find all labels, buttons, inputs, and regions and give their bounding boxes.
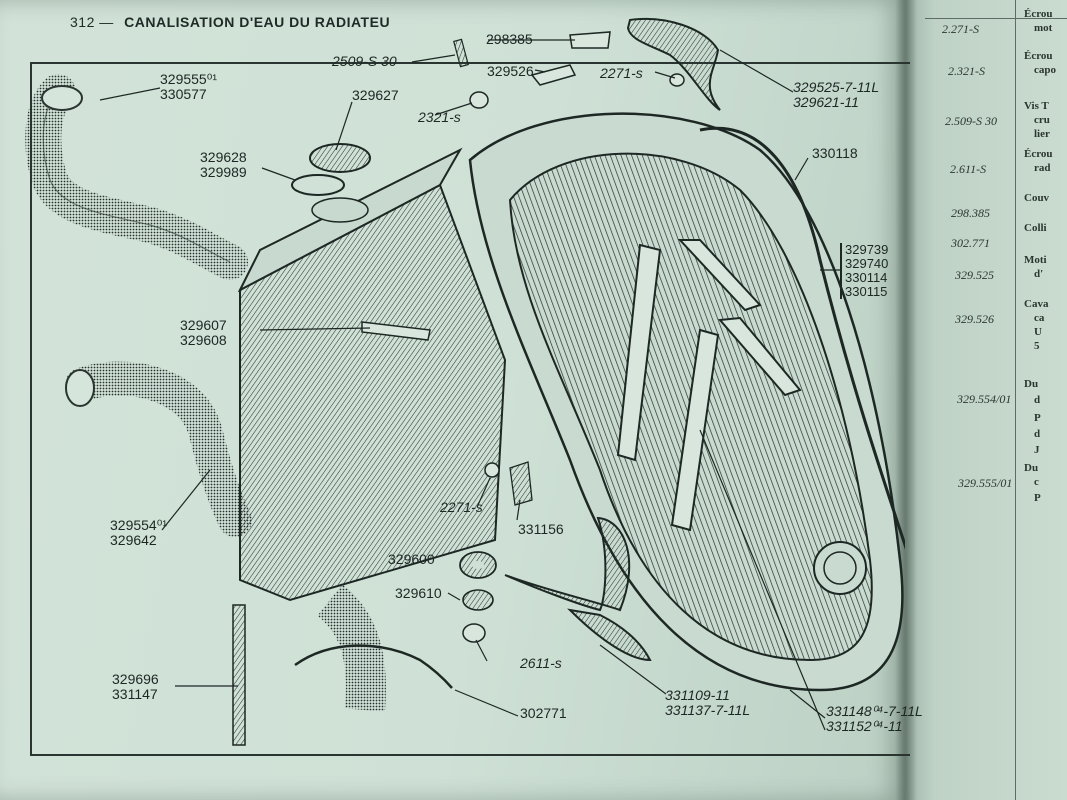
index-code: 302.771 [951, 236, 990, 250]
page-title: CANALISATION D'EAU DU RADIATEU [124, 14, 391, 30]
index-rule [925, 18, 1067, 19]
index-column-rule [1015, 0, 1016, 800]
part-label: 2321-s [418, 109, 461, 125]
index-code: 2.611-S [950, 162, 987, 176]
index-description: d [1034, 394, 1041, 406]
index-description: Écrou [1024, 50, 1053, 62]
index-description: Vis T [1024, 100, 1049, 112]
index-description: cru [1034, 114, 1050, 126]
part-label: 2271-s [600, 65, 643, 81]
index-code: 329.555/01 [958, 476, 1013, 490]
index-description: J [1034, 444, 1040, 456]
index-description: Colli [1024, 222, 1047, 234]
page-header: 312 — CANALISATION D'EAU DU RADIATEU [70, 14, 390, 30]
filler-cap [309, 143, 371, 173]
index-code: 298.385 [951, 206, 990, 220]
index-description: Écrou [1024, 148, 1053, 160]
index-description: Du [1024, 378, 1039, 390]
lower-hose [65, 361, 252, 537]
index-code: 329.554/01 [957, 392, 1012, 406]
catalog-page-right [905, 0, 1067, 800]
part-label: 302771 [520, 705, 567, 721]
index-code: 329.525 [955, 268, 994, 282]
index-code: 2.509-S 30 [945, 114, 997, 128]
index-description: d [1034, 428, 1041, 440]
page-number: 312 — [70, 14, 114, 30]
part-label: 298385 [486, 31, 533, 47]
index-description: Couv [1024, 192, 1050, 204]
index-description: rad [1034, 162, 1051, 174]
index-description: Écrou [1024, 8, 1053, 20]
part-label: 329627 [352, 87, 399, 103]
part-label: 331156 [518, 521, 564, 537]
winged-emblem [504, 516, 652, 662]
index-code: 2.321-S [948, 64, 985, 78]
diagram-frame [30, 62, 910, 756]
part-label: 2611-s [520, 655, 562, 671]
part-label: 2509-S 30 [332, 53, 397, 69]
index-code: 329.526 [955, 312, 994, 326]
part-label: 330118 [812, 145, 858, 161]
part-label: 2271-s [440, 499, 483, 515]
index-description: Du [1024, 462, 1039, 474]
index-description: Moti [1024, 254, 1047, 266]
index-description: 5 [1034, 340, 1040, 352]
top-emblem [626, 18, 721, 111]
radiator-illustration [25, 18, 905, 746]
index-description: mot [1034, 22, 1053, 34]
part-label: 329610 [395, 585, 442, 601]
index-description: c [1034, 476, 1039, 488]
index-description: P [1034, 412, 1041, 424]
part-label: 329526 [487, 63, 534, 79]
index-description: ca [1034, 312, 1045, 324]
index-description: Cava [1024, 298, 1049, 310]
index-description: d' [1034, 268, 1044, 280]
index-description: P [1034, 492, 1041, 504]
part-label: 329600 [388, 551, 435, 567]
index-description: lier [1034, 128, 1050, 140]
index-description: capo [1034, 64, 1056, 76]
index-description: U [1034, 326, 1042, 338]
index-code: 2.271-S [942, 22, 979, 36]
